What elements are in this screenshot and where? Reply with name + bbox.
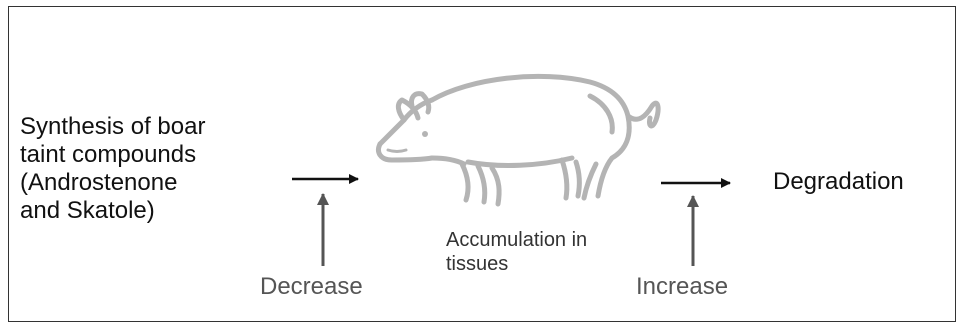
pig-icon bbox=[379, 76, 659, 204]
accumulation-text-line-2: tissues bbox=[446, 252, 587, 276]
synthesis-text-line-3: (Androstenone bbox=[20, 169, 205, 197]
degradation-label: Degradation bbox=[773, 168, 904, 196]
decrease-label: Decrease bbox=[260, 273, 363, 301]
synthesis-text-line-1: Synthesis of boar bbox=[20, 113, 205, 141]
synthesis-text: Synthesis of boar taint compounds (Andro… bbox=[20, 113, 205, 225]
increase-label: Increase bbox=[636, 273, 728, 301]
synthesis-text-line-4: and Skatole) bbox=[20, 197, 205, 225]
synthesis-text-line-2: taint compounds bbox=[20, 141, 205, 169]
accumulation-text: Accumulation in tissues bbox=[446, 228, 587, 276]
accumulation-text-line-1: Accumulation in bbox=[446, 228, 587, 252]
